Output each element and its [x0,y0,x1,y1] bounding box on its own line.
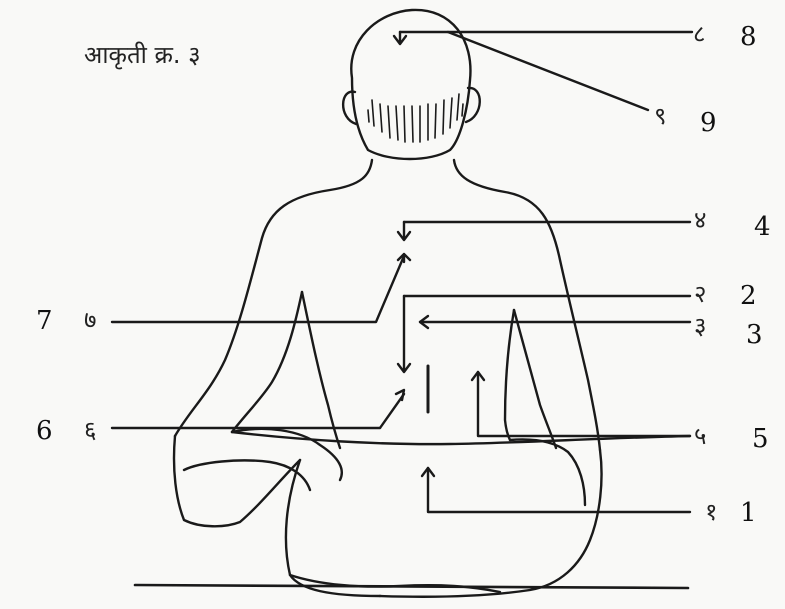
floor-line [135,585,688,588]
left-arm-inner [302,292,340,448]
label-7: 7 [36,308,53,334]
label-3: 3 [746,322,763,348]
leader-7 [112,256,404,322]
left-knee [174,436,300,526]
right-lap [510,440,585,506]
handwritten-numeral-1: १ [705,500,717,524]
leader-5 [478,372,690,436]
label-5: 5 [752,426,769,452]
handwritten-numeral-4: ४ [694,208,706,232]
right-knee [380,450,602,597]
handwritten-numeral-2: २ [694,282,706,306]
buttocks-left [286,460,380,596]
arrow-4 [398,222,410,240]
handwritten-numeral-9: ९ [654,104,666,128]
handwritten-numeral-7: ७ [84,308,96,332]
leader-9 [448,32,648,110]
left-foot [184,460,310,490]
label-8: 8 [740,24,757,50]
torso-left [175,160,372,436]
handwritten-numeral-6: ६ [84,418,96,442]
hair-hatching [368,94,463,142]
right-arm [505,310,514,440]
handwritten-numeral-3: ३ [694,314,706,338]
right-arm-inner [514,310,556,448]
label-9: 9 [700,110,717,136]
label-6: 6 [36,418,53,444]
label-4: 4 [754,214,771,240]
arrow-8 [394,32,406,44]
arrow-2 [398,296,410,372]
torso-right [454,160,600,450]
handwritten-numeral-5: ५ [694,424,706,448]
label-2: 2 [740,283,757,309]
label-1: 1 [740,500,757,526]
handwritten-numeral-8: ८ [693,22,705,46]
seat-bottom [290,575,500,592]
leader-1 [428,468,690,512]
